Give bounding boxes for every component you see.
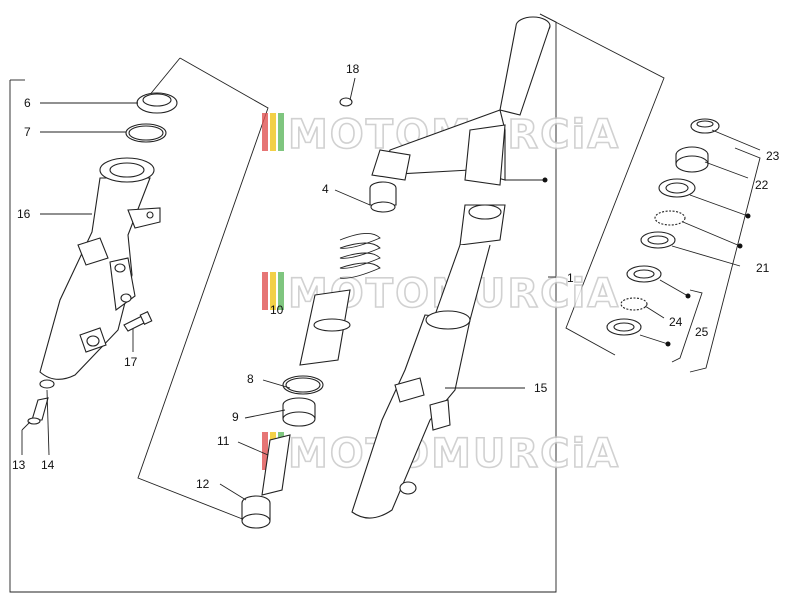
oring-7 bbox=[125, 123, 167, 143]
dust-cover-23 bbox=[690, 118, 720, 134]
group-frame-internals-top bbox=[147, 57, 181, 98]
callout-7: 7 bbox=[24, 125, 31, 139]
washer-14 bbox=[39, 379, 55, 389]
group-bracket-25 bbox=[671, 289, 703, 363]
callout-12: 12 bbox=[196, 477, 210, 491]
dust-seal-6 bbox=[136, 92, 178, 114]
snap-ring-8 bbox=[282, 375, 324, 395]
group-frame-internals bbox=[137, 57, 269, 521]
callout-24: 24 bbox=[669, 315, 683, 329]
callout-18: 18 bbox=[346, 62, 360, 76]
watermark-text-bottom: MOTOMURCiA bbox=[288, 431, 620, 477]
callout-6: 6 bbox=[24, 96, 31, 110]
upper-cup bbox=[658, 178, 696, 198]
callout-13: 13 bbox=[12, 458, 26, 472]
callout-8: 8 bbox=[247, 372, 254, 386]
watermark-bottom: MOTOMURCiA bbox=[262, 430, 620, 478]
callout-16: 16 bbox=[17, 207, 31, 221]
callout-4: 4 bbox=[322, 182, 329, 196]
ring-nut-22 bbox=[675, 146, 709, 173]
callout-labels: 1 4 6 7 8 9 10 11 12 13 14 15 16 17 18 2… bbox=[12, 62, 780, 491]
lower-bearing-cone-25 bbox=[606, 318, 642, 336]
leader-lines bbox=[21, 77, 761, 501]
callout-21: 21 bbox=[756, 261, 770, 275]
bushing-12 bbox=[241, 495, 271, 529]
spring-cap-4 bbox=[369, 181, 397, 213]
right-fork-slider-15 bbox=[351, 310, 471, 519]
callout-23: 23 bbox=[766, 149, 780, 163]
screw-13 bbox=[27, 397, 49, 425]
bolt-17 bbox=[123, 311, 153, 332]
callout-25: 25 bbox=[695, 325, 709, 339]
callout-11: 11 bbox=[217, 434, 230, 448]
callout-10: 10 bbox=[270, 303, 284, 317]
rod-11 bbox=[261, 434, 291, 496]
left-fork-slider-16 bbox=[39, 157, 161, 380]
spring-seat-18 bbox=[339, 97, 353, 107]
lower-ball-race-24 bbox=[620, 297, 648, 311]
callout-17: 17 bbox=[124, 355, 138, 369]
callout-1: 1 bbox=[567, 271, 574, 285]
callout-14: 14 bbox=[41, 458, 55, 472]
callout-22: 22 bbox=[755, 178, 769, 192]
group-bracket-21 bbox=[689, 147, 761, 373]
steering-stem-1 bbox=[371, 16, 551, 321]
piston-9 bbox=[282, 397, 316, 427]
group-frame-bearings bbox=[539, 13, 665, 356]
upper-bearing-cone-21 bbox=[640, 231, 676, 249]
lower-cup bbox=[626, 265, 662, 283]
upper-ball-race bbox=[654, 210, 686, 226]
leader-dots bbox=[542, 177, 751, 347]
damper-tube-10 bbox=[299, 289, 351, 366]
callout-15: 15 bbox=[534, 381, 548, 395]
spring bbox=[339, 233, 381, 279]
callout-9: 9 bbox=[232, 410, 239, 424]
